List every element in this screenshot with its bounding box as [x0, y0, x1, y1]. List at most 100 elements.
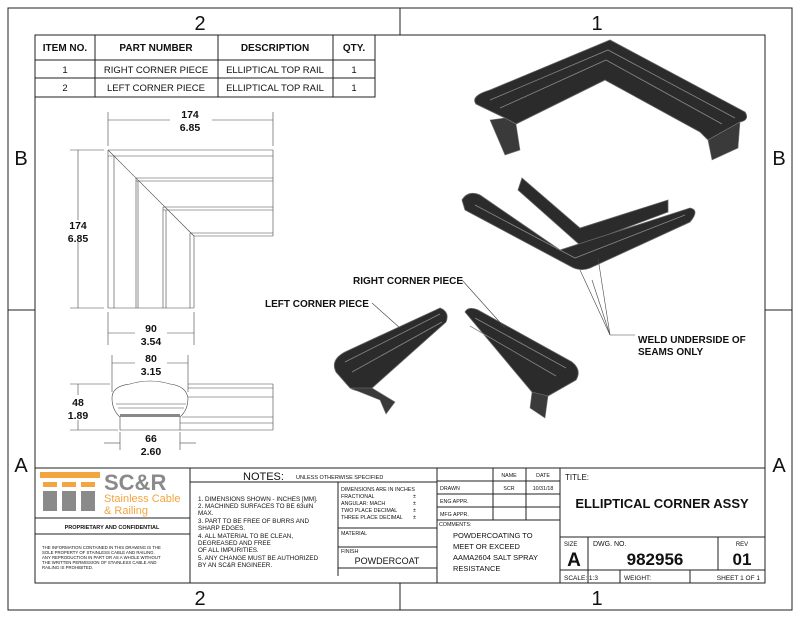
dim-top-width-in: 6.85 — [180, 122, 201, 134]
note-line: MAX. — [198, 510, 214, 517]
zone-label-right-b: B — [772, 148, 785, 170]
dwg-no-label: DWG. NO. — [593, 541, 626, 548]
note-line: 2. MACHINED SURFACES TO BE 63uIN — [198, 503, 314, 510]
zone-label-bottom-2: 2 — [194, 588, 205, 610]
top-view: 174 6.85 174 6.85 90 3.54 — [68, 109, 274, 348]
dim-top-profile-in: 3.15 — [141, 366, 162, 378]
bom-header-part: PART NUMBER — [119, 43, 193, 54]
dim-base-width-in: 2.60 — [141, 446, 162, 458]
table-row: 2 LEFT CORNER PIECE ELLIPTICAL TOP RAIL … — [62, 83, 356, 94]
proprietary-line: RAILING IS PROHIBITED. — [42, 565, 93, 570]
cell-item: 2 — [62, 83, 67, 94]
table-row: 1 RIGHT CORNER PIECE ELLIPTICAL TOP RAIL… — [62, 65, 356, 76]
scale: SCALE: 1:3 — [564, 575, 598, 582]
finish-label: FINISH — [341, 549, 359, 555]
comments-label: COMMENTS: — [439, 522, 471, 528]
cell-item: 1 — [62, 65, 67, 76]
zone-label-left-b: B — [14, 148, 27, 170]
comment-line: MEET OR EXCEED — [453, 542, 521, 551]
proprietary-heading: PROPRIETARY AND CONFIDENTIAL — [65, 525, 160, 531]
proprietary-line: SOLE PROPERTY OF STAINLESS CABLE AND RAI… — [42, 550, 155, 555]
title-label: TITLE: — [565, 473, 589, 482]
logo-line2: & Railing — [104, 505, 148, 517]
finish-value: POWDERCOAT — [355, 556, 420, 566]
weight: WEIGHT: — [624, 575, 651, 582]
callout-weld-line1: WELD UNDERSIDE OF — [638, 335, 746, 346]
notes-title: NOTES: — [243, 471, 284, 483]
dim-base-width-mm: 66 — [145, 433, 157, 445]
tolerance-line: ANGULAR: MACH — [341, 501, 385, 507]
proprietary-line: ANY REPRODUCTION IN PART OR AS A WHOLE W… — [42, 555, 161, 560]
rev-label: REV — [736, 542, 748, 548]
iso-right-corner-piece — [464, 308, 579, 419]
tolerance-line: TWO PLACE DECIMAL — [341, 508, 397, 514]
iso-insert-piece — [461, 177, 696, 270]
cell-qty: 1 — [351, 83, 356, 94]
cell-part: RIGHT CORNER PIECE — [104, 65, 208, 76]
zone-dividers — [8, 8, 792, 610]
approval-name: SCR — [503, 486, 514, 492]
dim-height-in: 6.85 — [68, 233, 89, 245]
approval-role: ENG APPR. — [440, 499, 469, 505]
dim-profile-height-in: 1.89 — [68, 410, 89, 422]
tolerance-line: FRACTIONAL — [341, 494, 375, 500]
note-line: 5. ANY CHANGE MUST BE AUTHORIZED — [198, 555, 319, 562]
logo-line1: Stainless Cable — [104, 493, 180, 505]
note-line: DEGREASED AND FREE — [198, 540, 271, 547]
tolerance-pm: ± — [413, 494, 416, 500]
comment-line: AAMA2604 SALT SPRAY — [453, 553, 538, 562]
cell-part: LEFT CORNER PIECE — [107, 83, 205, 94]
tolerance-pm: ± — [413, 515, 416, 521]
bom-header-item: ITEM NO. — [43, 43, 88, 54]
rev-value: 01 — [733, 550, 752, 569]
callout-weld-line2: SEAMS ONLY — [638, 347, 704, 358]
note-line: SHARP EDGES. — [198, 525, 245, 532]
size-label: SIZE — [564, 542, 577, 548]
tolerance-pm: ± — [413, 508, 416, 514]
zone-label-bottom-1: 1 — [591, 588, 602, 610]
dim-leg-width-mm: 90 — [145, 323, 157, 335]
material-label: MATERIAL — [341, 531, 367, 537]
dwg-no-value: 982956 — [627, 550, 684, 569]
zone-label-left-a: A — [14, 455, 28, 477]
company-logo: SC&R Stainless Cable & Railing — [40, 470, 180, 517]
iso-top-rail-cap — [474, 39, 748, 161]
cell-qty: 1 — [351, 65, 356, 76]
bom-header-qty: QTY. — [343, 43, 365, 54]
tolerance-pm: ± — [413, 501, 416, 507]
comment-line: POWDERCOATING TO — [453, 531, 533, 540]
zone-label-top-2: 2 — [194, 13, 205, 35]
dim-top-profile-mm: 80 — [145, 353, 157, 365]
cell-description: ELLIPTICAL TOP RAIL — [226, 65, 324, 76]
logo-mark: SC&R — [104, 470, 166, 495]
approval-role: MFG APPR. — [440, 512, 469, 518]
note-line: OF ALL IMPURITIES. — [198, 547, 259, 554]
note-line: 3. PART TO BE FREE OF BURRS AND — [198, 518, 309, 525]
callout-left-corner-piece: LEFT CORNER PIECE — [265, 299, 369, 310]
tolerance-line: DIMENSIONS ARE IN INCHES — [341, 487, 415, 493]
dim-profile-height-mm: 48 — [72, 397, 84, 409]
dim-top-width-mm: 174 — [181, 109, 199, 121]
dim-leg-width-in: 3.54 — [141, 336, 162, 348]
cell-description: ELLIPTICAL TOP RAIL — [226, 83, 324, 94]
title-block: SC&R Stainless Cable & Railing PROPRIETA… — [34, 467, 766, 584]
drawing-title: ELLIPTICAL CORNER ASSY — [575, 496, 749, 511]
iso-left-corner-piece — [333, 307, 448, 415]
date-header: DATE — [536, 473, 550, 479]
name-header: NAME — [501, 473, 517, 479]
profile-view: 80 3.15 48 1.89 66 2.60 — [68, 353, 274, 458]
proprietary-line: THE INFORMATION CONTAINED IN THIS DRAWIN… — [42, 545, 161, 550]
callout-right-corner-piece: RIGHT CORNER PIECE — [353, 276, 463, 287]
note-line: 1. DIMENSIONS SHOWN - INCHES [MM]. — [198, 496, 318, 503]
note-line: 4. ALL MATERIAL TO BE CLEAN, — [198, 533, 293, 540]
tolerance-line: THREE PLACE DECIMAL — [341, 515, 403, 521]
proprietary-line: THE WRITTEN PERMISSION OF STAINLESS CABL… — [42, 560, 157, 565]
comment-line: RESISTANCE — [453, 564, 500, 573]
sheet: SHEET 1 OF 1 — [717, 575, 761, 582]
notes-subtitle: UNLESS OTHERWISE SPECIFIED — [296, 475, 383, 481]
bill-of-materials: ITEM NO. PART NUMBER DESCRIPTION QTY. 1 … — [34, 34, 376, 98]
note-line: BY AN SC&R ENGINEER. — [198, 562, 272, 569]
zone-label-right-a: A — [772, 455, 786, 477]
approval-role: DRAWN — [440, 486, 460, 492]
